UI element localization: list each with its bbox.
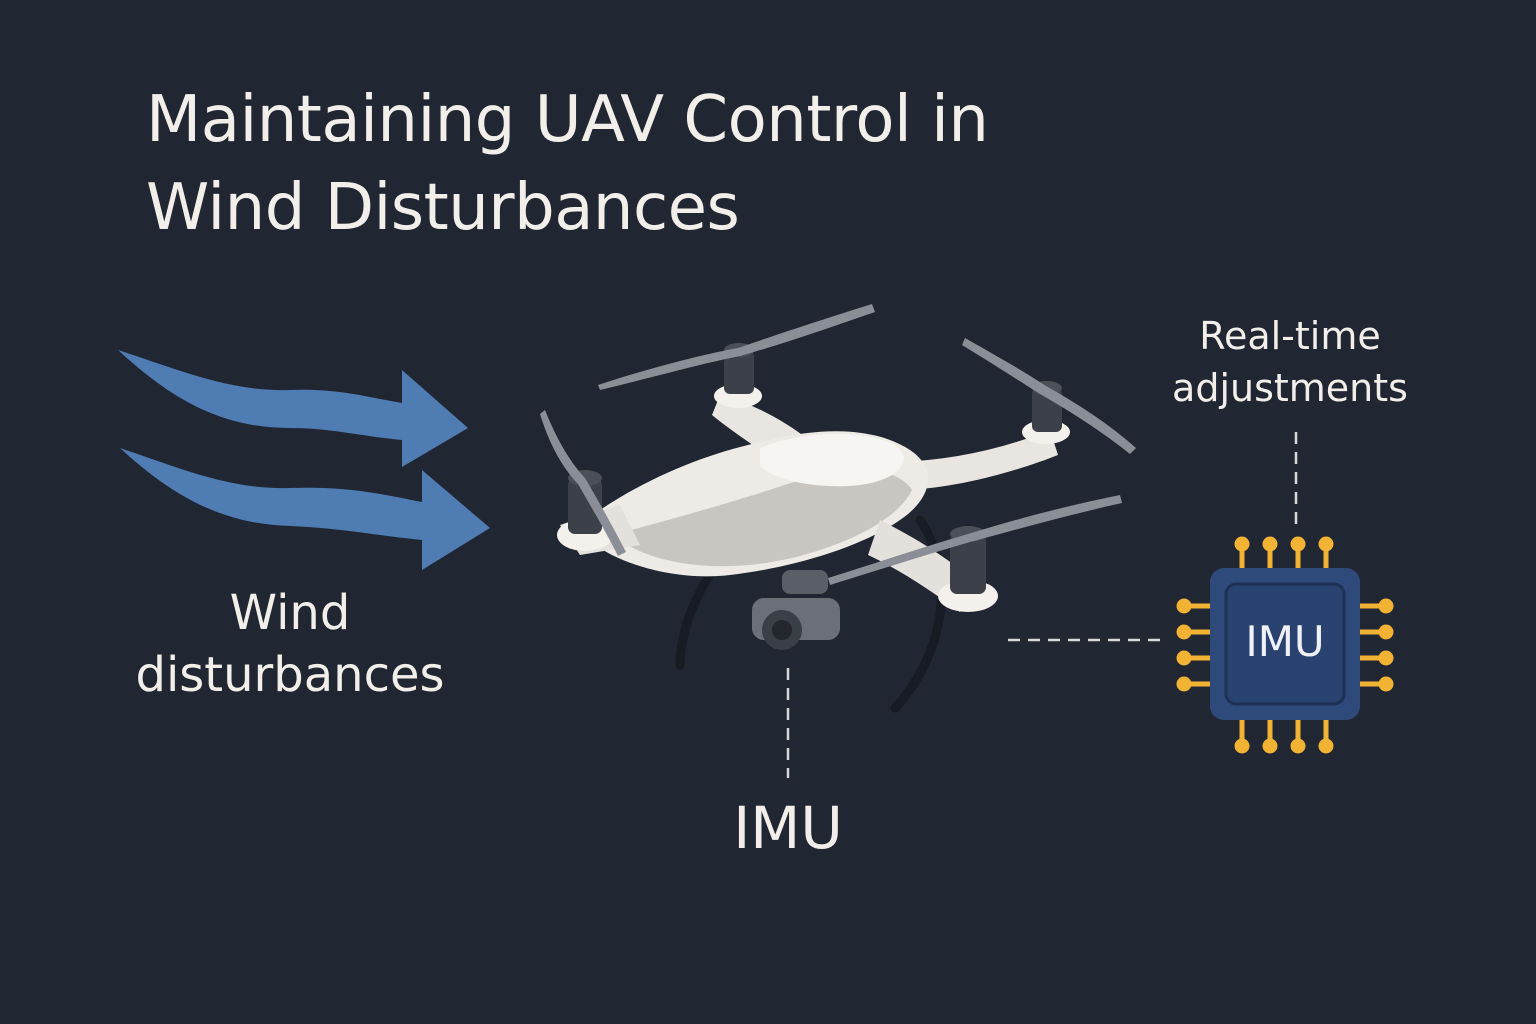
imu-chip	[1176, 536, 1394, 754]
gimbal-camera	[752, 570, 840, 650]
propeller-back-left	[598, 304, 875, 390]
realtime-adjustments-label: Real-time adjustments	[1140, 310, 1440, 414]
propeller-back-right	[962, 338, 1136, 454]
wind-arrow-bottom	[120, 448, 490, 570]
title-line-1: Maintaining UAV Control in	[146, 83, 989, 157]
propeller-front-right	[828, 495, 1122, 585]
rt-label-line-1: Real-time	[1199, 314, 1381, 358]
wind-arrow-top	[118, 350, 468, 467]
drone-body-shade	[612, 469, 912, 567]
rt-label-line-2: adjustments	[1172, 366, 1408, 410]
drone-arm-back-right	[900, 430, 1058, 490]
diagram-title: Maintaining UAV Control in Wind Disturba…	[146, 76, 989, 252]
motor-front-left	[557, 470, 613, 551]
chip-pins	[1176, 536, 1394, 754]
propellers	[540, 304, 1136, 585]
chip-inner	[1224, 582, 1346, 706]
wind-disturbances-label: Wind disturbances	[100, 582, 480, 706]
chip-label: IMU	[1245, 617, 1325, 666]
propeller-front-left	[540, 410, 626, 556]
wind-label-line-1: Wind	[229, 585, 351, 641]
leader-lines	[786, 432, 1298, 778]
imu-label: IMU	[733, 794, 843, 862]
wind-label-line-2: disturbances	[135, 647, 445, 703]
drone	[540, 304, 1136, 713]
title-line-2: Wind Disturbances	[146, 171, 740, 245]
drone-top	[760, 433, 904, 487]
wind-arrows	[118, 350, 490, 570]
